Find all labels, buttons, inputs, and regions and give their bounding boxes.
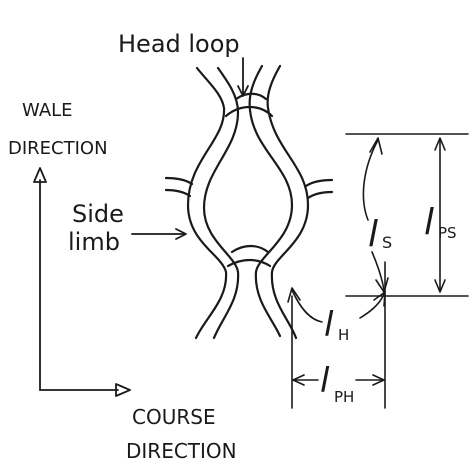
ls-curved-line <box>362 139 379 221</box>
left-stub-top <box>164 176 194 186</box>
svg-text:PS: PS <box>438 224 457 242</box>
course-direction-label: DIRECTION <box>126 439 237 463</box>
right-outer-strand <box>266 64 310 340</box>
wale-label: WALE <box>22 100 73 121</box>
ls-top-arrowhead-icon <box>369 137 383 155</box>
lph-left-arrowhead-icon <box>292 374 305 386</box>
lps-bottom-arrowhead-icon <box>434 279 446 293</box>
lh-right-arrowhead-icon <box>373 291 386 307</box>
lower-loop-upper-arc <box>230 244 270 254</box>
lph-right-arrowhead-icon <box>372 374 385 386</box>
head-loop-pointer <box>237 57 249 97</box>
wale-direction-label: DIRECTION <box>8 138 108 159</box>
head-loop-label: Head loop <box>118 30 240 58</box>
svg-text:l: l <box>368 214 378 255</box>
side-limb-label-line1: Side <box>72 200 124 228</box>
ls-symbol: l S <box>368 214 392 255</box>
left-outer-strand <box>186 66 228 340</box>
left-inner-strand <box>202 66 240 340</box>
side-limb-label-line2: limb <box>68 228 120 256</box>
right-stub-top <box>304 178 334 188</box>
svg-text:l: l <box>324 305 334 345</box>
head-loop-upper-arc <box>234 92 268 101</box>
axis-arrows <box>33 167 131 397</box>
lh-left-arrowhead-icon <box>287 287 301 303</box>
course-label: COURSE <box>132 405 216 429</box>
lh-curve-right <box>359 293 385 319</box>
lps-top-arrowhead-icon <box>434 137 446 151</box>
svg-text:l: l <box>424 202 434 243</box>
head-loop-lower-arc <box>224 105 274 118</box>
wale-arrowhead-icon <box>33 167 47 183</box>
yarn-loops <box>164 64 334 340</box>
lph-symbol: l PH <box>320 361 354 406</box>
lh-curve-left <box>291 289 323 323</box>
left-stub-bottom <box>164 188 192 198</box>
right-inner-strand <box>248 64 294 338</box>
course-arrowhead-icon <box>115 383 131 397</box>
svg-text:PH: PH <box>334 388 354 406</box>
ls-lower-curve <box>371 251 385 291</box>
svg-text:H: H <box>338 326 349 344</box>
side-limb-pointer <box>131 228 187 240</box>
svg-text:l: l <box>320 361 330 401</box>
svg-text:S: S <box>382 233 392 252</box>
lh-symbol: l H <box>324 305 349 345</box>
lower-loop-lower-arc <box>226 258 272 268</box>
lps-symbol: l PS <box>424 202 457 243</box>
right-stub-bottom <box>306 190 334 200</box>
dimension-lines <box>287 133 469 409</box>
